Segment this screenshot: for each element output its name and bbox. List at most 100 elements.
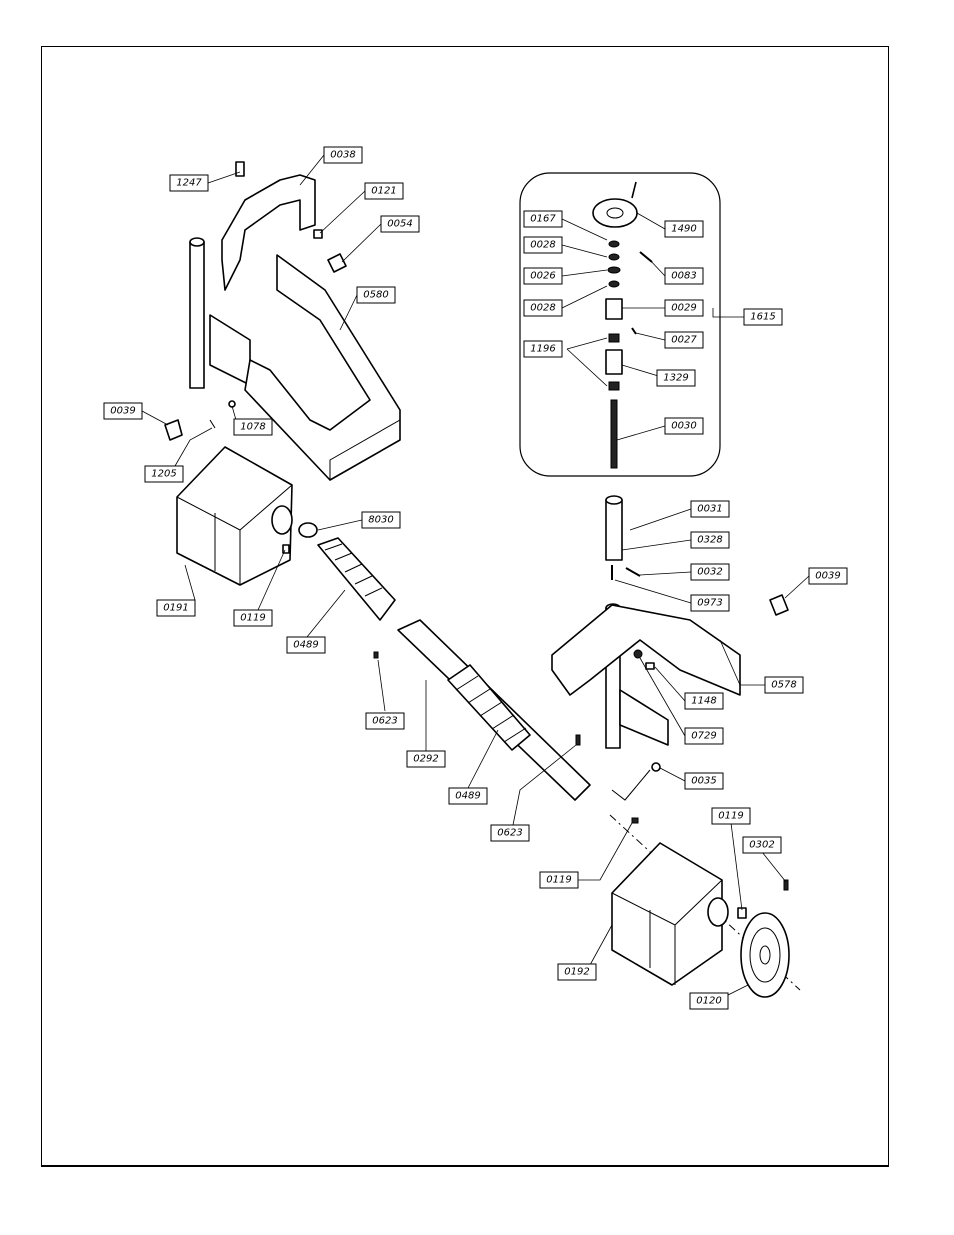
callout-0026: 0026 (524, 268, 562, 284)
callout-0029: 0029 (665, 300, 703, 316)
callout-0083: 0083 (665, 268, 703, 284)
svg-text:0119: 0119 (718, 811, 743, 822)
sleeve-1329 (606, 350, 622, 374)
svg-text:0120: 0120 (696, 996, 721, 1007)
pin-0623-upper (374, 652, 378, 658)
callout-0328: 0328 (691, 532, 729, 548)
left-bracket-assembly (165, 162, 400, 480)
callout-0192: 0192 (558, 964, 596, 980)
svg-text:0032: 0032 (697, 567, 722, 578)
svg-text:0083: 0083 (671, 271, 696, 282)
callout-0119-right: 0119 (712, 808, 750, 824)
svg-text:0192: 0192 (564, 967, 589, 978)
callout-1490: 1490 (665, 221, 703, 237)
callout-0623-lower: 0623 (491, 825, 529, 841)
callout-0973: 0973 (691, 595, 729, 611)
svg-text:1615: 1615 (750, 312, 775, 323)
callout-1148: 1148 (685, 693, 723, 709)
svg-text:0623: 0623 (497, 828, 522, 839)
svg-text:1148: 1148 (691, 696, 716, 707)
callout-1247: 1247 (170, 175, 208, 191)
svg-text:0580: 0580 (363, 290, 388, 301)
callout-0039-right: 0039 (809, 568, 847, 584)
bellows-0489-upper (318, 538, 395, 620)
callout-0121: 0121 (365, 183, 403, 199)
threaded-rod-0030 (611, 400, 617, 468)
oring-8030 (299, 523, 317, 537)
svg-text:0038: 0038 (330, 150, 355, 161)
right-post-assembly (552, 496, 788, 800)
arm-0578 (552, 605, 740, 695)
callout-0027: 0027 (665, 332, 703, 348)
callout-1205: 1205 (145, 466, 183, 482)
svg-text:0729: 0729 (691, 731, 716, 742)
svg-text:0623: 0623 (372, 716, 397, 727)
svg-text:1078: 1078 (240, 422, 265, 433)
svg-text:0028: 0028 (530, 303, 555, 314)
callout-1329: 1329 (657, 370, 695, 386)
left-post (190, 242, 204, 388)
callout-0120: 0120 (690, 993, 728, 1009)
svg-text:0119: 0119 (546, 875, 571, 886)
collar-0029 (606, 299, 622, 319)
callout-0035: 0035 (685, 773, 723, 789)
svg-text:0054: 0054 (387, 219, 412, 230)
svg-text:0030: 0030 (671, 421, 696, 432)
right-mount-plate (620, 690, 668, 745)
svg-text:0027: 0027 (671, 335, 697, 346)
svg-text:0191: 0191 (163, 603, 188, 614)
svg-text:0029: 0029 (671, 303, 696, 314)
callout-0031: 0031 (691, 501, 729, 517)
callout-0028-b: 0028 (524, 300, 562, 316)
callout-0580: 0580 (357, 287, 395, 303)
svg-text:0039: 0039 (815, 571, 840, 582)
nut-0121 (314, 230, 322, 238)
callout-0292: 0292 (407, 751, 445, 767)
gearbox-0191 (177, 447, 317, 585)
callout-0191: 0191 (157, 600, 195, 616)
svg-text:0489: 0489 (455, 791, 480, 802)
callout-0038: 0038 (324, 147, 362, 163)
callout-0028-a: 0028 (524, 237, 562, 253)
callout-0729: 0729 (685, 728, 723, 744)
svg-text:8030: 8030 (368, 515, 393, 526)
svg-text:0973: 0973 (697, 598, 722, 609)
callout-0119-center: 0119 (540, 872, 578, 888)
callout-0032: 0032 (691, 564, 729, 580)
svg-text:1490: 1490 (671, 224, 696, 235)
svg-text:0489: 0489 (293, 640, 318, 651)
callout-0489-lower: 0489 (449, 788, 487, 804)
callout-0030: 0030 (665, 418, 703, 434)
svg-text:0031: 0031 (697, 504, 722, 515)
callout-0054: 0054 (381, 216, 419, 232)
key-0119-center (632, 818, 638, 823)
svg-text:0039: 0039 (110, 406, 135, 417)
svg-text:0121: 0121 (371, 186, 396, 197)
callout-1078: 1078 (234, 419, 272, 435)
callout-0039-left: 0039 (104, 403, 142, 419)
svg-text:0028: 0028 (530, 240, 555, 251)
svg-text:1329: 1329 (663, 373, 688, 384)
callout-0119-left: 0119 (234, 610, 272, 626)
left-mount-plate (210, 315, 250, 385)
svg-text:0292: 0292 (413, 754, 438, 765)
svg-text:0119: 0119 (240, 613, 265, 624)
svg-text:0578: 0578 (771, 680, 796, 691)
svg-text:1196: 1196 (530, 344, 555, 355)
callout-0623-upper: 0623 (366, 713, 404, 729)
callout-0489-upper: 0489 (287, 637, 325, 653)
svg-text:0026: 0026 (530, 271, 555, 282)
bolt-1247 (236, 162, 244, 176)
bellows-0489-lower (448, 665, 530, 750)
svg-text:0035: 0035 (691, 776, 716, 787)
callout-0167: 0167 (524, 211, 562, 227)
svg-text:1247: 1247 (176, 178, 202, 189)
pin-0623-lower (576, 735, 580, 745)
pulley-0120 (741, 913, 789, 997)
handwheel-1490 (593, 199, 637, 227)
svg-text:0328: 0328 (697, 535, 722, 546)
bolt-0039-left (165, 420, 182, 440)
svg-text:0167: 0167 (530, 214, 556, 225)
tube-0328 (606, 500, 622, 560)
